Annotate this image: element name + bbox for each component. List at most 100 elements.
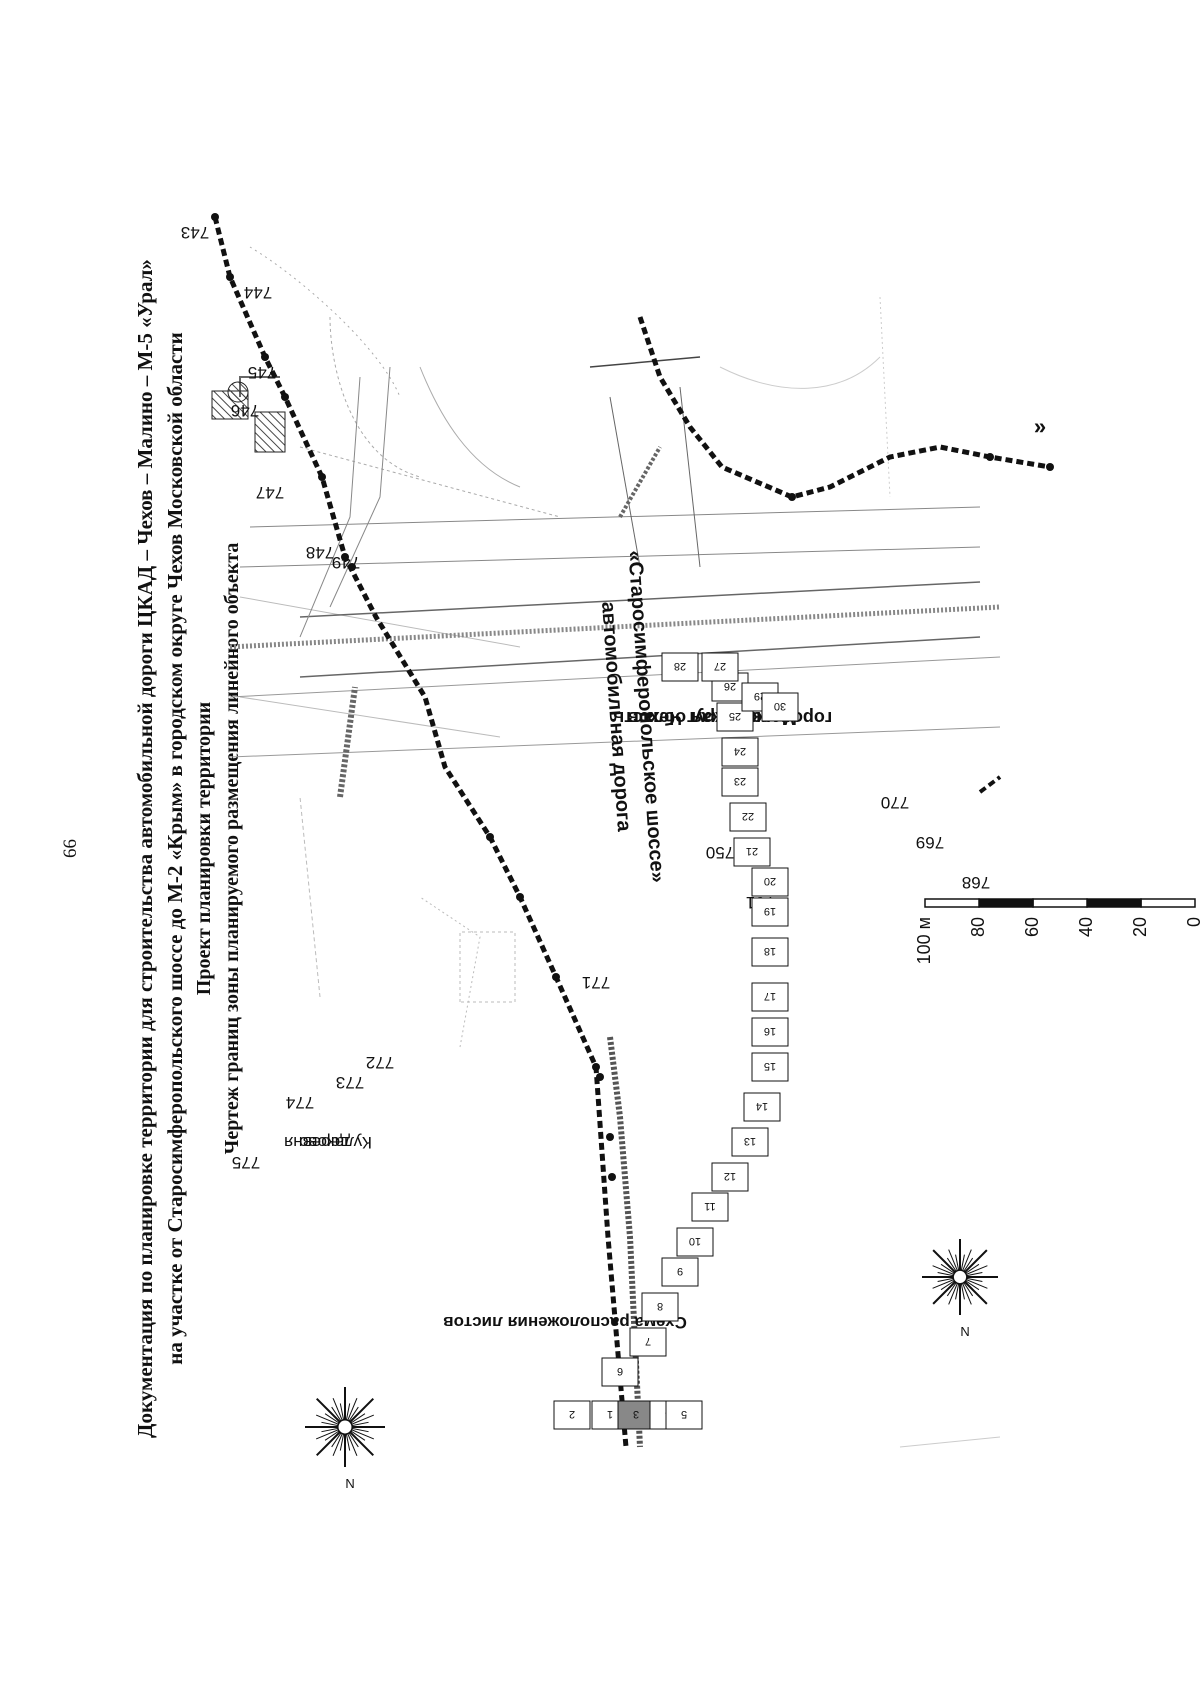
sheet-cell-frame	[553, 1400, 591, 1430]
sheet-cell: 19	[751, 897, 789, 927]
boundary-point-marker	[986, 453, 994, 461]
boundary-point-marker	[608, 1173, 616, 1181]
sheet-cell-frame	[743, 1092, 781, 1122]
sheet-number: 21	[746, 845, 758, 857]
boundary-points: 7437447457467477487497507517687697707717…	[181, 213, 1054, 1181]
boundary-point: 746	[231, 393, 289, 420]
compass-hub	[952, 1269, 968, 1285]
sheet-cell: 28	[661, 652, 699, 682]
scale-bar-tick-label: 100 м	[914, 917, 934, 964]
sheet-number: 5	[681, 1408, 687, 1420]
scale-bar-tick-label: 60	[1022, 917, 1042, 937]
sheet-number: 16	[764, 1025, 776, 1037]
sheet-number: 14	[756, 1100, 768, 1112]
boundary-point: 769	[916, 463, 1054, 852]
sheet-number: 8	[657, 1300, 663, 1312]
sheet-number: 22	[742, 810, 754, 822]
scale-bar-tick-label: 40	[1076, 917, 1096, 937]
sheet-number: 25	[729, 710, 741, 722]
sheet-number: 24	[734, 745, 746, 757]
boundary-point: 772	[366, 1053, 600, 1072]
sheet-cell: 21	[733, 837, 771, 867]
boundary-point: 747	[256, 473, 326, 502]
sheet-cell-frame	[676, 1227, 714, 1257]
sheet-cell-frame	[751, 982, 789, 1012]
sheet-cell: 16	[751, 1017, 789, 1047]
sheet-cell-frame	[729, 802, 767, 832]
road-corridor	[229, 356, 1001, 758]
sheet-cell-frame	[665, 1400, 703, 1430]
boundary-point: 751	[516, 893, 774, 912]
sheet-number: 10	[689, 1235, 701, 1247]
boundary-point: 771	[552, 973, 610, 992]
north-arrow-scheme: N	[922, 1239, 998, 1339]
sheet-cell-frame	[711, 1162, 749, 1192]
boundary-point: 775	[232, 1153, 616, 1181]
scale-bar-tick-label: 80	[968, 917, 988, 937]
sheet-cell: 9	[661, 1257, 699, 1287]
boundary-point: 743	[181, 213, 219, 242]
boundary-point-label: 771	[582, 973, 610, 992]
sheet-number: 1	[607, 1408, 613, 1420]
sheet-cell-frame	[641, 1292, 679, 1322]
sheet-cell-frame	[731, 1127, 769, 1157]
sheet-cell: 10	[676, 1227, 714, 1257]
boundary-point-label: 747	[256, 483, 284, 502]
sheet-cell: 2	[553, 1400, 591, 1430]
sheet-number: 30	[774, 700, 786, 712]
sheet-number: 17	[764, 990, 776, 1002]
sheet-cell-frame	[751, 897, 789, 927]
boundary-point-label: 769	[916, 833, 944, 852]
hatched-node	[227, 381, 249, 403]
north-label: N	[345, 1476, 354, 1491]
boundary-point-marker	[226, 273, 234, 281]
boundary-point-marker	[606, 1133, 614, 1141]
sheet-number: 18	[764, 945, 776, 957]
boundary-point-marker	[552, 973, 560, 981]
scale-bar-segment	[978, 898, 1034, 908]
boundary-point-marker	[318, 473, 326, 481]
boundary-point-label: 749	[332, 553, 360, 572]
boundary-point: 768	[962, 453, 994, 892]
sheet-number: 27	[714, 660, 726, 672]
boundary-point-label: 748	[306, 543, 334, 562]
sheet-cell: 11	[691, 1192, 729, 1222]
boundary-point: 745	[248, 353, 276, 382]
sheet-cell-frame	[701, 652, 739, 682]
sheet-cell: 15	[751, 1052, 789, 1082]
boundary-point-label: 743	[181, 223, 209, 242]
north-arrow-map: N	[305, 1387, 385, 1491]
boundary-point-marker	[281, 393, 289, 401]
boundary-point: 748	[306, 543, 349, 562]
sheet-number: 12	[724, 1170, 736, 1182]
hatched-structure-right	[254, 411, 286, 453]
sheet-number: 15	[764, 1060, 776, 1072]
zone-boundary-lines	[212, 216, 1051, 1448]
north-label: N	[960, 1324, 969, 1339]
sheet-cell: 14	[743, 1092, 781, 1122]
sheet-cell: 8	[641, 1292, 679, 1322]
sheet-cell: 23	[721, 767, 759, 797]
boundary-point-marker	[341, 553, 349, 561]
sheet-cell-frame	[733, 837, 771, 867]
sheet-cell: 22	[729, 802, 767, 832]
sheet-cell-frame	[661, 652, 699, 682]
sheet-number: 23	[734, 775, 746, 787]
boundary-point-marker	[486, 833, 494, 841]
boundary-point-label: 775	[232, 1153, 260, 1172]
sheet-cell: 12	[711, 1162, 749, 1192]
boundary-point-marker	[261, 353, 269, 361]
sheet-layout-scheme: 1234567891011121314151617181920212223242…	[553, 652, 799, 1430]
sheet-number: 9	[677, 1265, 683, 1277]
sheet-cell-frame	[751, 1052, 789, 1082]
boundary-point-marker	[1046, 463, 1054, 471]
sheet-cell: 18	[751, 937, 789, 967]
sheet-cell: 3	[617, 1400, 655, 1430]
sheet-cell-frame	[601, 1357, 639, 1387]
boundary-point-label: 744	[244, 283, 272, 302]
boundary-point: 744	[226, 273, 272, 302]
boundary-point-marker	[596, 1073, 604, 1081]
boundary-point-label: 746	[231, 401, 259, 420]
sheet-number: 11	[704, 1200, 715, 1212]
